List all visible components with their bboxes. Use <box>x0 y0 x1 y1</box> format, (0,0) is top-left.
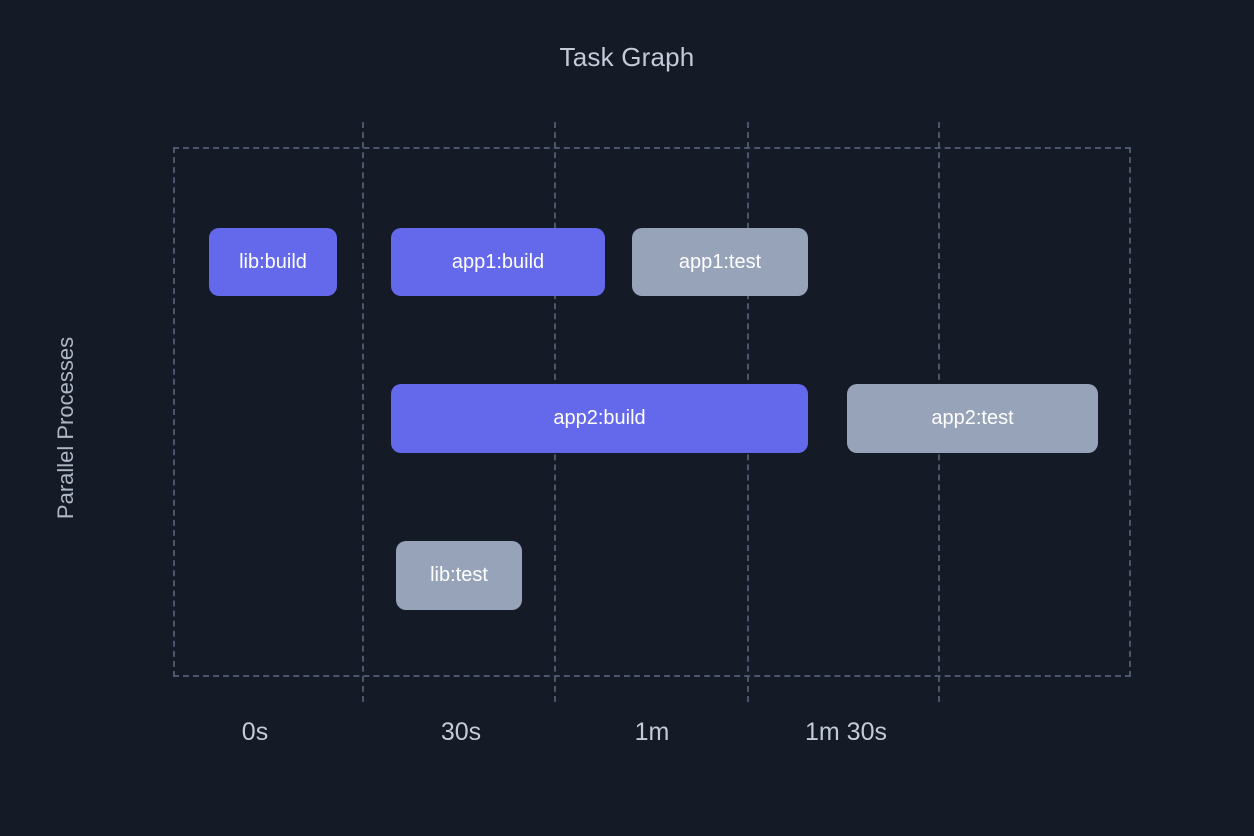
chart-title: Task Graph <box>559 42 695 72</box>
task-bar-app1-test[interactable]: app1:test <box>632 228 808 296</box>
task-bar-label: lib:test <box>430 564 488 586</box>
y-axis-label: Parallel Processes <box>53 336 78 520</box>
gridline-1 <box>362 122 364 702</box>
task-bar-label: lib:build <box>239 250 307 273</box>
task-bar-label: app2:build <box>553 407 646 429</box>
task-bar-label: app1:test <box>678 250 762 273</box>
task-bar-app1-build[interactable]: app1:build <box>391 228 605 296</box>
task-bar-label: app1:build <box>451 250 545 273</box>
task-bar-app2-build[interactable]: app2:build <box>391 384 808 453</box>
x-tick-label-2: 1m <box>634 718 670 746</box>
task-bar-lib-test[interactable]: lib:test <box>396 541 522 610</box>
x-tick-label-0: 0s <box>241 718 269 746</box>
task-bar-app2-test[interactable]: app2:test <box>847 384 1098 453</box>
plot-area-frame <box>173 147 1131 677</box>
task-bar-label: app2:test <box>931 407 1014 429</box>
x-tick-label-1: 30s <box>440 718 482 746</box>
task-bar-lib-build[interactable]: lib:build <box>209 228 337 296</box>
x-tick-label-3: 1m 30s <box>805 718 887 746</box>
